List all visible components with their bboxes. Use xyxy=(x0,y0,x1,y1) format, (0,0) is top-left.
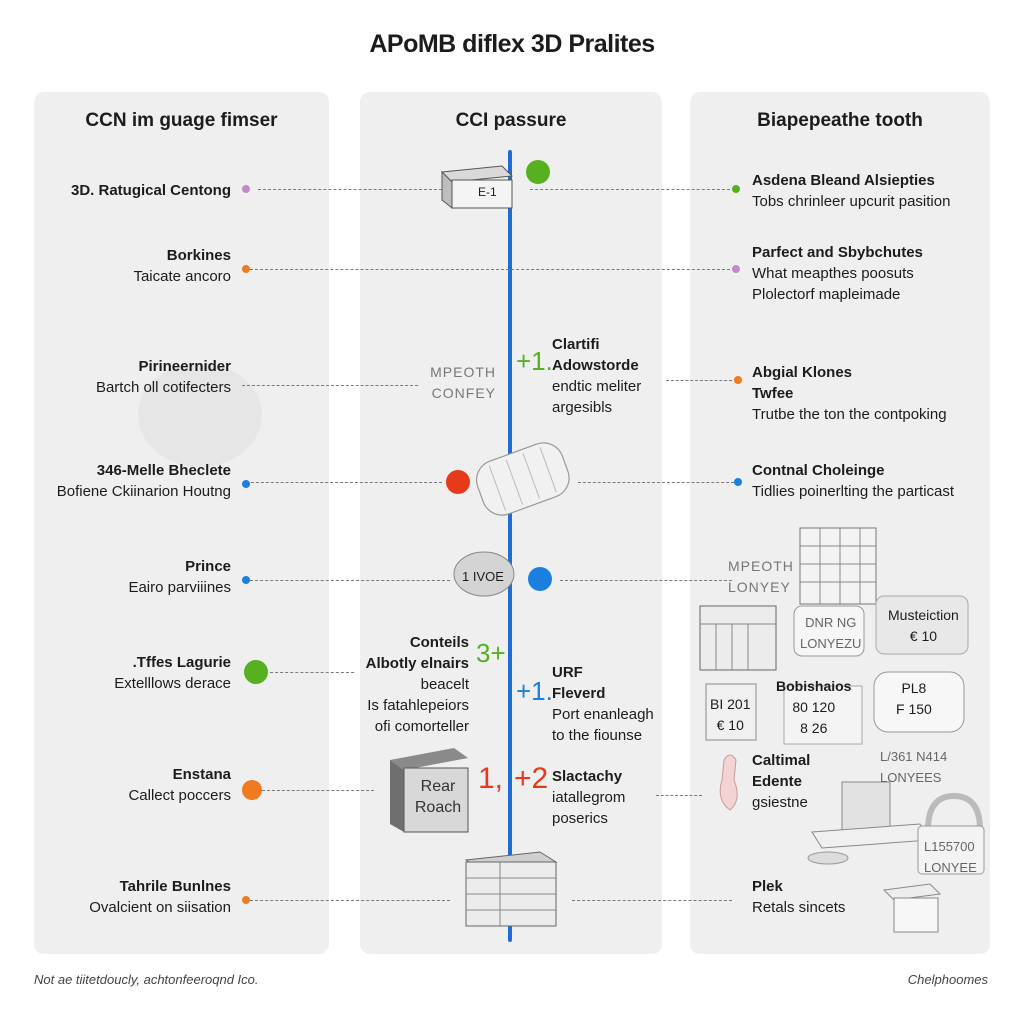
blue-circle-marker xyxy=(528,567,552,591)
marker-dot xyxy=(732,185,740,193)
marker-dot xyxy=(242,576,250,584)
card-label: BI 201€ 10 xyxy=(710,696,751,733)
red-circle-marker xyxy=(446,470,470,494)
marker-dot xyxy=(242,265,250,273)
connector-line xyxy=(250,580,450,581)
card-label: Musteiction€ 10 xyxy=(888,607,959,644)
dispenser-icon xyxy=(882,883,942,933)
right-panel: Biapepeathe tooth xyxy=(690,92,990,954)
rear-box-icon xyxy=(390,748,469,833)
padlock-icon xyxy=(917,792,985,875)
connector-line xyxy=(656,795,702,796)
box-label: E-1 xyxy=(478,185,497,199)
connector-line xyxy=(560,580,732,581)
blob-shape xyxy=(138,363,262,467)
card-shape xyxy=(793,605,865,657)
connector-line xyxy=(242,385,418,386)
connector-line xyxy=(250,900,450,901)
connector-line xyxy=(258,189,442,190)
box-icon xyxy=(440,165,514,210)
footer-credit: Chelphoomes xyxy=(907,972,988,987)
connector-line xyxy=(530,189,730,190)
left-item-1: 3D. Ratugical Centong xyxy=(70,182,231,199)
capsule-label: 1 IVOE xyxy=(462,569,504,584)
server-box-icon xyxy=(699,605,777,671)
center-panel-header: CCI passure xyxy=(455,110,567,131)
step-number: +1. xyxy=(516,676,553,706)
connector-line xyxy=(262,790,374,791)
footer-note: Not ae tiitetdoucly, achtonfeeroqnd Ico. xyxy=(34,972,259,987)
marker-dot xyxy=(734,376,742,384)
cylinder-icon xyxy=(475,442,570,516)
marker-dot xyxy=(242,896,250,904)
marker-dot xyxy=(732,265,740,273)
card-shape xyxy=(875,595,969,655)
marker-dot xyxy=(242,185,250,193)
left-panel-header: CCN im guage fimser xyxy=(85,110,278,131)
step-number: 3+ xyxy=(476,638,506,668)
connector-line xyxy=(666,380,732,381)
machine-icon xyxy=(807,781,931,865)
step-number: +2 xyxy=(514,762,549,795)
right-panel-header: Biapepeathe tooth xyxy=(757,110,923,131)
page-title: APoMB diflex 3D Pralites xyxy=(369,30,655,58)
step-number: +1. xyxy=(516,346,553,376)
step-number: 1, xyxy=(478,762,504,795)
connector-line xyxy=(250,269,730,270)
marker-dot xyxy=(242,480,250,488)
figurine-icon xyxy=(719,754,738,811)
connector-line xyxy=(246,482,442,483)
connector-line xyxy=(572,900,732,901)
card-shape xyxy=(783,685,863,745)
connector-line xyxy=(578,482,734,483)
left-panel: CCN im guage fimser xyxy=(34,92,329,954)
orange-circle-marker xyxy=(242,780,262,800)
green-circle-marker xyxy=(526,160,550,184)
card-shape xyxy=(873,671,965,733)
capsule-icon xyxy=(453,551,515,597)
marker-dot xyxy=(734,478,742,486)
stacked-rack-icon xyxy=(799,527,877,605)
green-circle-marker xyxy=(244,660,268,684)
card-shape xyxy=(705,683,757,741)
crate-icon xyxy=(464,851,558,927)
connector-line xyxy=(270,672,354,673)
center-axis-line xyxy=(508,150,512,942)
